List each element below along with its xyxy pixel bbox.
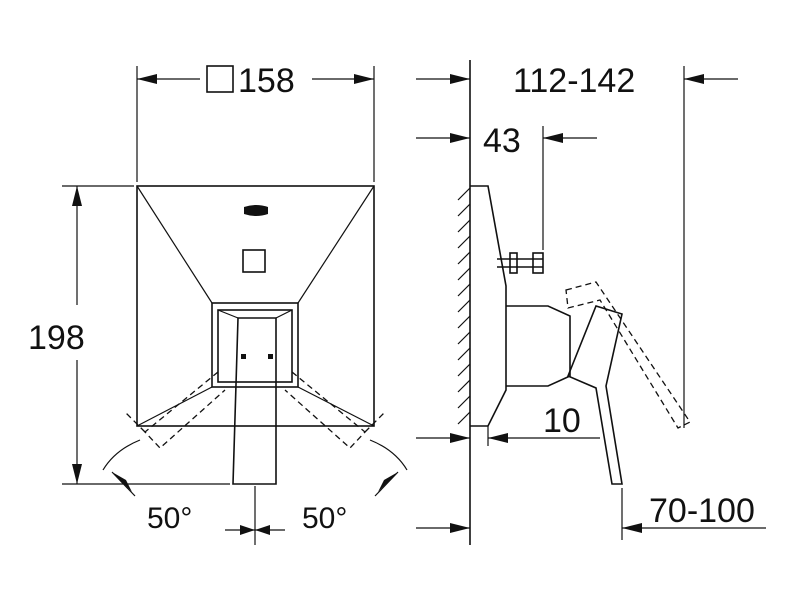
diverter-spindle (497, 252, 544, 274)
depth-value: 112-142 (513, 62, 635, 100)
front-view (102, 185, 408, 545)
angle-arc-right (369, 439, 408, 497)
dimension-width: 158 (136, 62, 375, 182)
valve-body (506, 305, 571, 387)
dimension-offset: 10 (416, 402, 600, 446)
handle-range-value: 70-100 (649, 492, 755, 530)
escutcheon-plate (136, 185, 375, 427)
plate-profile (470, 185, 507, 427)
brand-logo-icon (244, 205, 268, 216)
dimension-handle-range: 70-100 (416, 488, 766, 540)
lever-rotation-ghost-left (124, 371, 226, 449)
dimension-spindle: 43 (416, 122, 597, 250)
dimension-height: 198 (28, 185, 230, 485)
height-value: 198 (28, 319, 85, 357)
dimension-depth: 112-142 (416, 62, 738, 428)
offset-value: 10 (543, 402, 581, 440)
width-value: 158 (238, 62, 295, 100)
side-view (457, 60, 691, 545)
diverter-button (242, 249, 266, 273)
angle-right-label: 50° (302, 502, 347, 535)
plate-bevel-lines (136, 185, 375, 427)
wall-hatching (457, 187, 471, 425)
lever-raised-ghost (565, 281, 691, 429)
lever-rotation-ghost-right (284, 371, 386, 449)
angle-arc-left (102, 439, 141, 497)
lever-side-profile (566, 305, 623, 485)
inner-recess (211, 302, 299, 388)
handle-base (217, 309, 293, 383)
spindle-value: 43 (483, 122, 521, 160)
angle-left-label: 50° (147, 502, 192, 535)
square-symbol-icon (206, 65, 234, 93)
lever-handle (232, 317, 277, 485)
